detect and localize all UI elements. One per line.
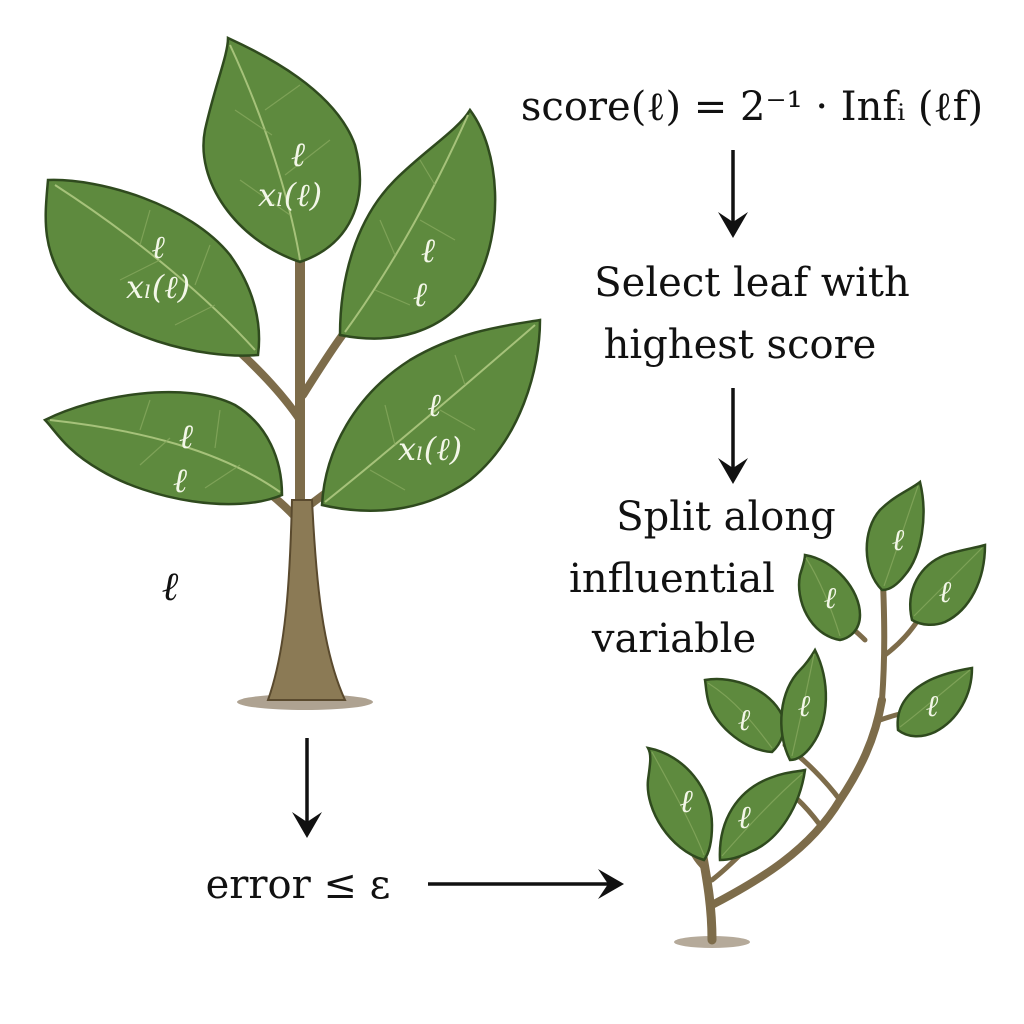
- big-tree-leaf-lower-left: ℓ ℓ: [42, 390, 284, 506]
- big-tree-leaf-upper-left-line1: ℓ: [151, 228, 165, 266]
- svg-text:ℓ: ℓ: [939, 575, 952, 610]
- error-condition: error ≤ ε: [206, 862, 391, 908]
- score-formula: score(ℓ) = 2⁻¹ · Infᵢ (ℓf): [521, 84, 983, 130]
- arrow-down-1: [718, 150, 748, 238]
- big-tree-leaf-upper-left-line2: xₗ(ℓ): [126, 268, 190, 306]
- big-tree-leaf-upper-right-line1: ℓ: [421, 231, 435, 271]
- svg-text:ℓ: ℓ: [926, 689, 939, 724]
- small-tree-leaf-6: ℓ: [865, 479, 925, 592]
- big-tree-leaf-lower-left-line1: ℓ: [179, 417, 193, 457]
- svg-text:ℓ: ℓ: [738, 703, 751, 738]
- big-tree-leaf-lower-right: ℓ xₗ(ℓ): [320, 318, 542, 512]
- select-leaf-line2: highest score: [604, 322, 877, 368]
- small-tree-leaf-4: ℓ: [780, 647, 828, 762]
- big-tree-leaf-upper-right-line2: ℓ: [413, 275, 427, 315]
- big-tree-trunk: [266, 499, 347, 701]
- select-leaf-line1: Select leaf with: [594, 260, 909, 306]
- svg-text:ℓ: ℓ: [737, 798, 751, 836]
- svg-text:ℓ: ℓ: [679, 782, 693, 820]
- big-tree-leaf-top-line1: ℓ: [291, 135, 305, 175]
- arrow-right: [428, 869, 624, 899]
- small-tree-leaf-1: ℓ: [645, 746, 714, 862]
- svg-text:ℓ: ℓ: [824, 581, 837, 616]
- small-tree-leaf-8: ℓ: [896, 666, 974, 738]
- big-tree-leaf-lower-right-line2: xₗ(ℓ): [398, 430, 462, 468]
- arrow-down-3: [292, 738, 322, 838]
- big-tree-leaf-upper-left: ℓ xₗ(ℓ): [44, 178, 261, 357]
- big-tree-leaf-upper-right: ℓ ℓ: [338, 107, 497, 340]
- big-tree-ground-label: ℓ: [162, 564, 179, 610]
- small-tree-leaf-2: ℓ: [718, 768, 807, 862]
- arrow-down-2: [718, 388, 748, 484]
- split-line3: variable: [591, 616, 756, 662]
- svg-text:ℓ: ℓ: [892, 523, 905, 558]
- split-line2: influential: [569, 556, 775, 602]
- big-tree-leaf-top: ℓ xₗ(ℓ): [202, 36, 362, 264]
- split-line1: Split along: [616, 494, 835, 540]
- big-tree-leaf-top-line2: xₗ(ℓ): [258, 176, 322, 214]
- small-tree-leaf-7: ℓ: [909, 543, 987, 626]
- small-tree-leaf-5: ℓ: [797, 553, 862, 642]
- big-tree-leaf-lower-left-line2: ℓ: [173, 461, 187, 501]
- svg-text:ℓ: ℓ: [798, 689, 811, 724]
- small-tree-leaf-3: ℓ: [703, 677, 786, 754]
- small-tree: ℓ ℓ ℓ ℓ ℓ ℓ ℓ: [645, 479, 987, 948]
- big-tree-leaf-lower-right-line1: ℓ: [427, 386, 441, 424]
- big-tree: ℓ xₗ(ℓ) ℓ xₗ(ℓ) ℓ ℓ ℓ ℓ: [42, 36, 542, 710]
